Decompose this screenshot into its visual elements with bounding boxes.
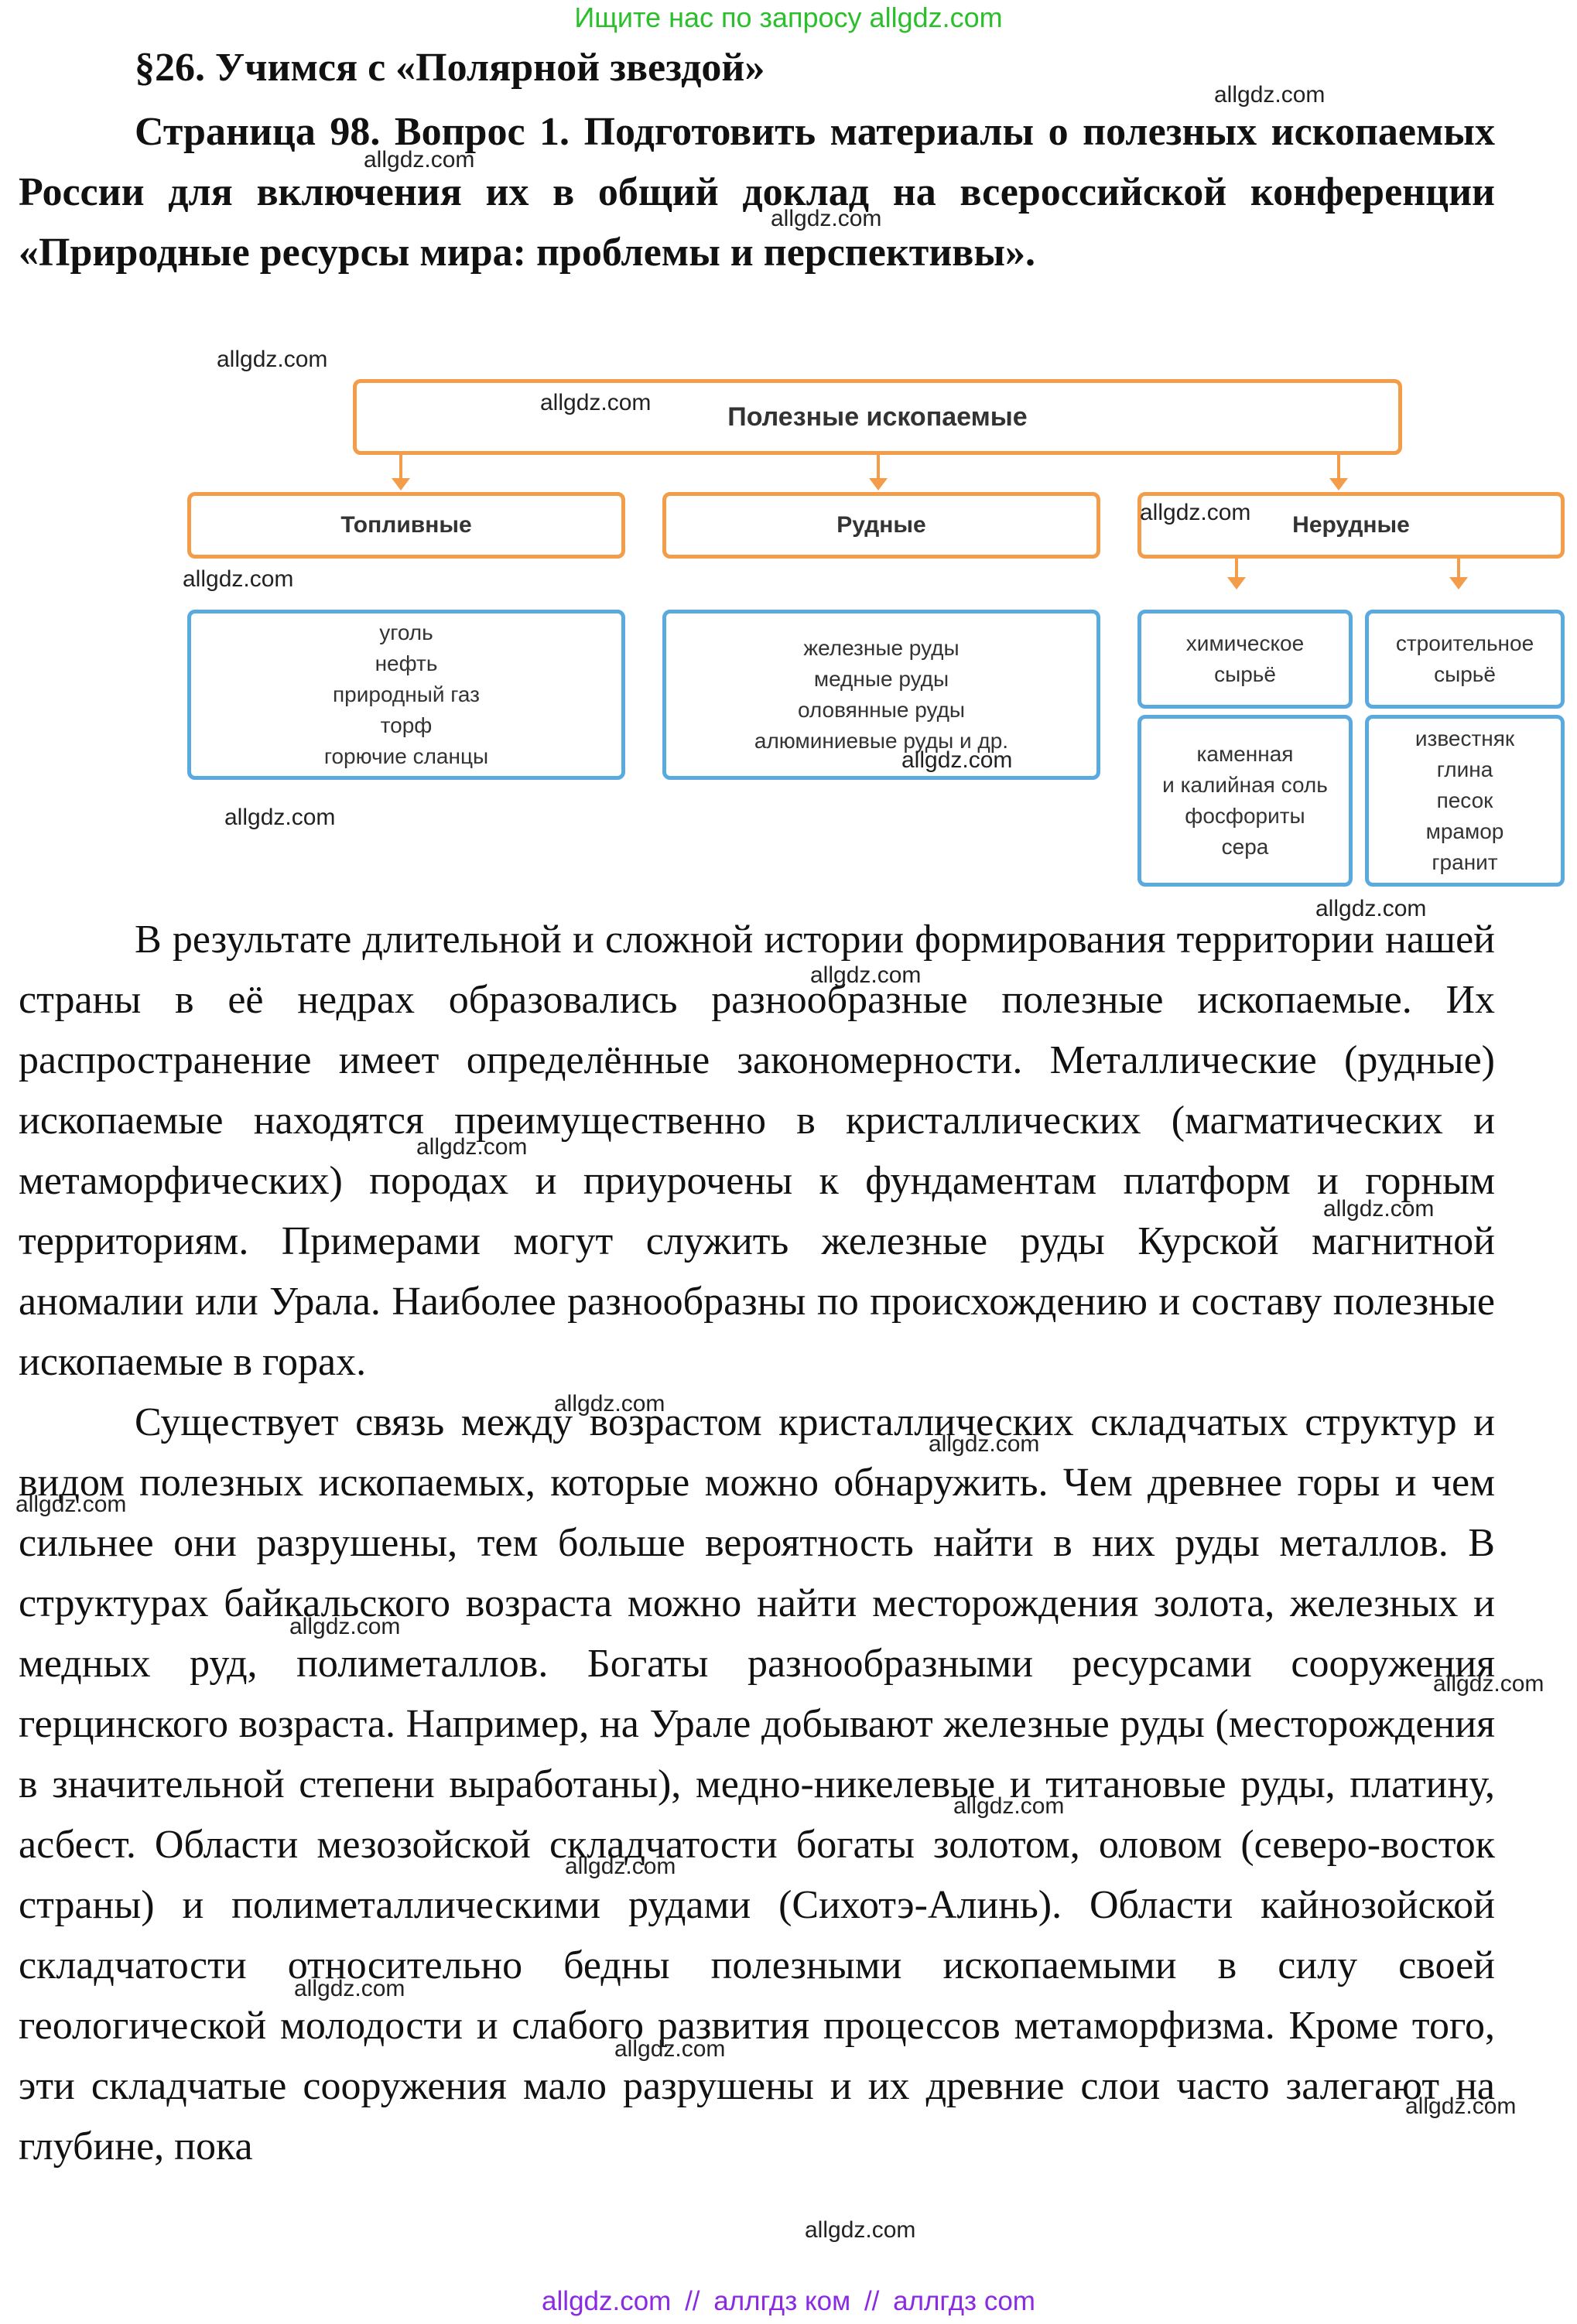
bottom-separator: // [685, 2286, 700, 2316]
watermark: allgdz.com [771, 206, 882, 231]
fuel-category-label: Топливные [340, 512, 472, 538]
watermark: allgdz.com [554, 1391, 665, 1417]
watermark: allgdz.com [294, 1976, 405, 2001]
arrowhead [392, 478, 410, 490]
bottom-link-1[interactable]: allgdz.com [542, 2286, 672, 2316]
watermark: allgdz.com [540, 390, 652, 415]
ore-items-box: железные руды медные руды оловянные руды… [662, 610, 1100, 780]
ore-items-list: железные руды медные руды оловянные руды… [754, 636, 1009, 753]
watermark: allgdz.com [810, 962, 922, 988]
watermark: allgdz.com [929, 1431, 1040, 1457]
chemical-items-list: каменная и калийная соль фосфориты сера [1162, 742, 1328, 859]
chemical-items-box: каменная и калийная соль фосфориты сера [1137, 715, 1353, 887]
watermark: allgdz.com [224, 805, 336, 830]
building-raw-box: строительное сырьё [1365, 610, 1565, 709]
watermark: allgdz.com [1433, 1671, 1545, 1697]
fuel-items-box: уголь нефть природный газ торф горючие с… [187, 610, 625, 780]
watermark: allgdz.com [1323, 1196, 1435, 1222]
watermark: allgdz.com [289, 1614, 401, 1639]
top-banner[interactable]: Ищите нас по запросу allgdz.com [574, 2, 1003, 33]
arrowhead [869, 478, 888, 490]
body-text: В результате длительной и сложной истори… [19, 910, 1495, 2177]
fuel-items-list: уголь нефть природный газ торф горючие с… [323, 620, 489, 768]
watermark: allgdz.com [1140, 500, 1251, 525]
bottom-banner: allgdz.com // аллгдз ком // аллгдз com [0, 2286, 1577, 2317]
bottom-link-3[interactable]: аллгдз com [893, 2286, 1035, 2316]
building-raw-label: строительное сырьё [1395, 631, 1534, 686]
watermark: allgdz.com [805, 2217, 916, 2243]
watermark: allgdz.com [15, 1492, 127, 1517]
watermark: allgdz.com [1214, 82, 1326, 108]
watermark: allgdz.com [565, 1854, 676, 1879]
ore-category-label: Рудные [836, 512, 926, 538]
arrowhead [1227, 577, 1246, 590]
building-items-box: известняк глина песок мрамор гранит [1365, 715, 1565, 887]
diagram-root-label: Полезные ископаемые [727, 402, 1028, 432]
watermark: allgdz.com [953, 1793, 1065, 1819]
watermark: allgdz.com [1405, 2093, 1517, 2119]
watermark: allgdz.com [416, 1134, 528, 1160]
arrowhead [1449, 577, 1468, 590]
arrowhead [1329, 478, 1348, 490]
watermark: allgdz.com [183, 566, 294, 592]
nonmetal-category-box: Нерудные [1137, 492, 1565, 559]
chemical-raw-box: химическое сырьё [1137, 610, 1353, 709]
chemical-raw-label: химическое сырьё [1185, 631, 1305, 686]
watermark: allgdz.com [1315, 896, 1427, 921]
paragraph-title: §26. Учимся с «Полярной звездой» [135, 46, 765, 90]
watermark: allgdz.com [901, 747, 1013, 773]
paragraph-1: В результате длительной и сложной истори… [19, 918, 1495, 1384]
fuel-category-box: Топливные [187, 492, 625, 559]
bottom-link-2[interactable]: аллгдз ком [713, 2286, 851, 2316]
question-text: Страница 98. Вопрос 1. Подготовить матер… [19, 110, 1495, 275]
nonmetal-category-label: Нерудные [1292, 512, 1410, 538]
diagram-root-box: Полезные ископаемые [353, 379, 1402, 455]
paragraph-2: Существует связь между возрастом кристал… [19, 1400, 1495, 2168]
ore-category-box: Рудные [662, 492, 1100, 559]
building-items-list: известняк глина песок мрамор гранит [1415, 726, 1515, 874]
watermark: allgdz.com [614, 2036, 726, 2062]
watermark: allgdz.com [364, 147, 475, 173]
watermark: allgdz.com [217, 347, 328, 372]
bottom-separator: // [864, 2286, 880, 2316]
